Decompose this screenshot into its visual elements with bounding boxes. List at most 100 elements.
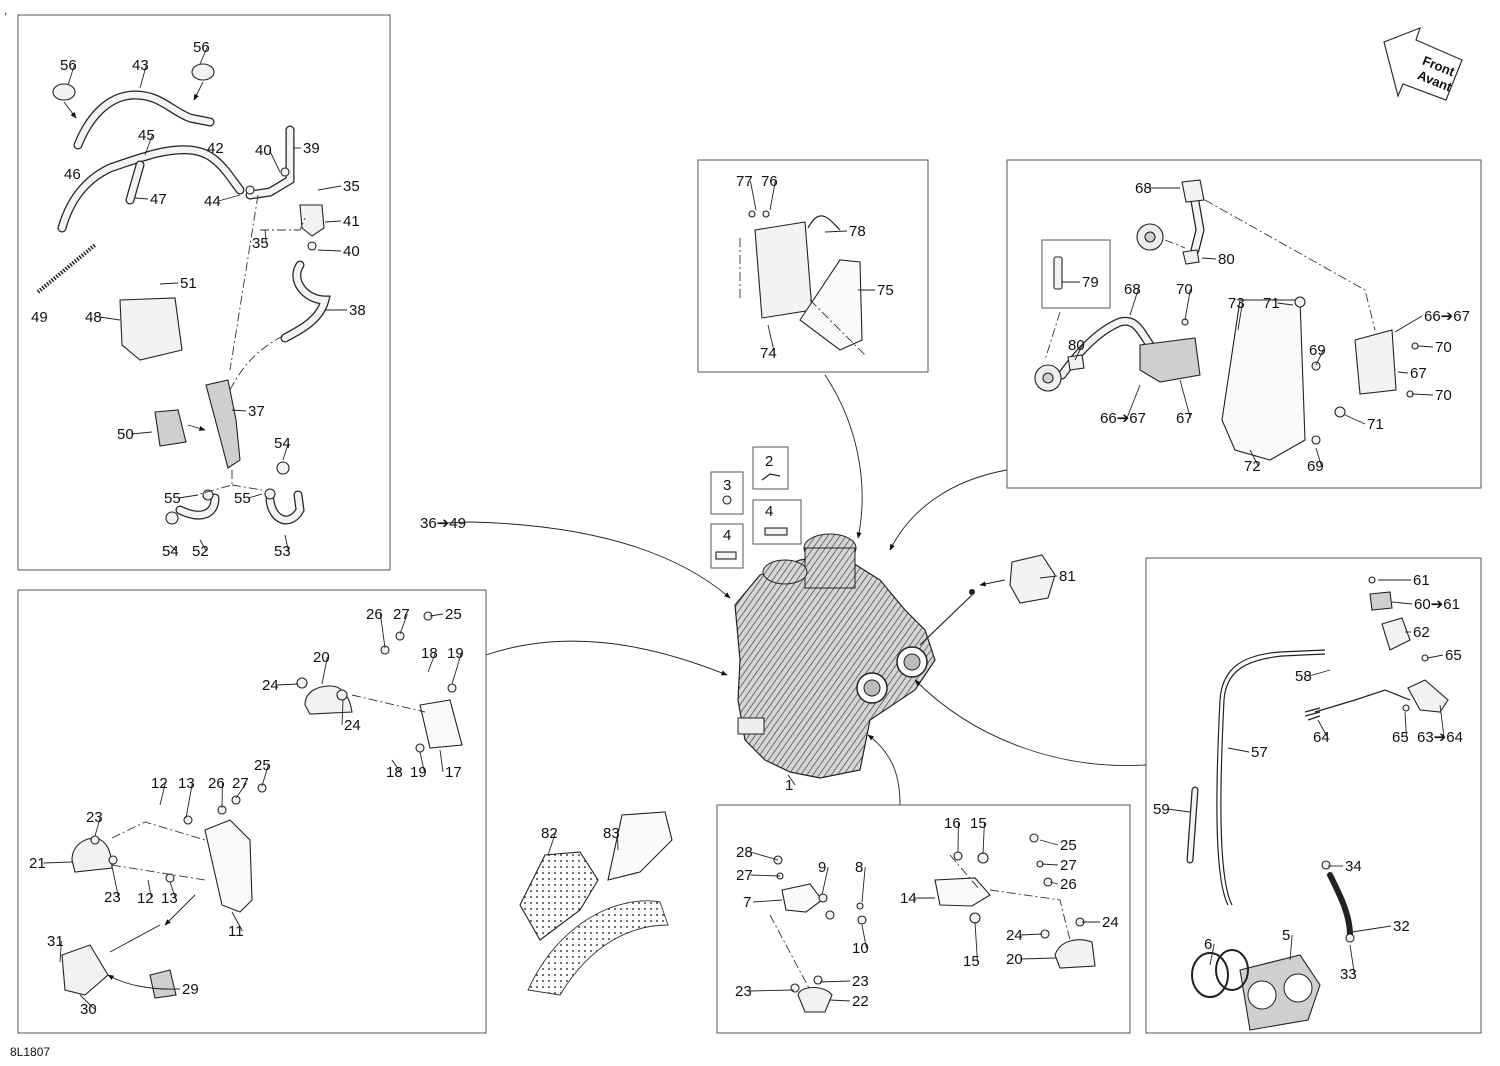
callout-label: 68 [1124, 281, 1141, 298]
screw-icon [857, 903, 863, 909]
throttle-bore-icon [1284, 974, 1312, 1002]
front-direction-arrow-icon: Front Avant [1384, 28, 1462, 100]
washer-icon [448, 684, 456, 692]
callout-label: 11 [228, 923, 244, 940]
callout-label: 5 [1282, 927, 1290, 944]
clamp-icon [1322, 861, 1330, 869]
connector-arrow [868, 735, 900, 805]
boot-icon [1043, 373, 1053, 383]
coolant-tank-icon [206, 380, 240, 468]
callout-label: 58 [1295, 668, 1312, 685]
nut-icon [297, 678, 307, 688]
callout-label: 8 [855, 859, 863, 876]
washer-icon [184, 816, 192, 824]
assembly-line [1165, 240, 1185, 248]
callout-label: 12 [137, 890, 154, 907]
connector-arrow [825, 375, 862, 538]
callout-label: 80 [1218, 251, 1235, 268]
callout-label: 18 [386, 764, 403, 781]
callout-label: 10 [852, 940, 869, 957]
callout-label: 19 [447, 645, 464, 662]
hose-group [38, 95, 325, 520]
leader-line [318, 186, 341, 190]
callout-label: 60➔61 [1414, 596, 1460, 613]
callout-label: 70 [1176, 281, 1193, 298]
callout-label: 69 [1309, 342, 1326, 359]
callout-label: 43 [132, 57, 149, 74]
callout-label: 50 [117, 426, 134, 443]
sensor-icon [765, 528, 787, 535]
callout-label: 12 [151, 775, 168, 792]
callout-label: 46 [64, 166, 81, 183]
connector-arrow [915, 680, 1146, 766]
assembly-line [990, 890, 1070, 940]
nut-icon [337, 690, 347, 700]
callout-label: 20 [1006, 951, 1023, 968]
callout-label: 25 [445, 606, 462, 623]
connector-arrow [110, 925, 160, 952]
callout-label: 40 [343, 243, 360, 260]
leader-line [1418, 346, 1433, 347]
mount-icon [1055, 940, 1095, 968]
leader-line [1040, 840, 1058, 845]
callout-label: 74 [760, 345, 777, 362]
callout-label: 78 [849, 223, 866, 240]
leader-line [1395, 316, 1422, 332]
nut-icon [1041, 930, 1049, 938]
callout-label: 70 [1435, 387, 1452, 404]
callout-label: 6 [1204, 936, 1212, 953]
callout-label: 42 [207, 140, 224, 157]
callout-label: 56 [60, 57, 77, 74]
clamp-icon [192, 64, 214, 80]
callout-label: 71 [1263, 295, 1280, 312]
spark-plug-icon [1054, 257, 1062, 289]
callout-label: 51 [180, 275, 197, 292]
leader-line [318, 250, 341, 251]
connector-arrow [890, 470, 1007, 550]
callout-label: 7 [743, 894, 751, 911]
callout-label: 53 [274, 543, 291, 560]
assembly-line [230, 335, 285, 390]
leader-line [218, 195, 240, 201]
callout-label: 69 [1307, 458, 1324, 475]
leader-line [43, 862, 72, 863]
leader-line [750, 875, 780, 876]
callout-label: 57 [1251, 744, 1268, 761]
assembly-line [230, 195, 258, 370]
callout-label: 18 [421, 645, 438, 662]
callout-label: 26 [366, 606, 383, 623]
leader-line [1398, 372, 1408, 373]
callout-label: 26 [208, 775, 225, 792]
callout-label: 55 [234, 490, 251, 507]
callout-label: 55 [164, 490, 181, 507]
leader-line [131, 432, 152, 434]
nut-icon [1312, 362, 1320, 370]
wire-harness-icon [1315, 690, 1410, 712]
sensor-cover-icon [1010, 555, 1055, 603]
leader-line [1020, 958, 1056, 959]
assembly-line [196, 470, 232, 495]
callout-label: 64 [1313, 729, 1330, 746]
callout-label: 27 [736, 867, 753, 884]
nut-icon [91, 836, 99, 844]
callout-label: 4 [723, 527, 731, 544]
callout-label: 37 [248, 403, 265, 420]
clamp-icon [53, 84, 75, 100]
clip-icon [762, 474, 780, 480]
leader-line [1412, 394, 1433, 395]
callout-label: 81 [1059, 568, 1076, 585]
callout-label: 79 [1082, 274, 1099, 291]
leader-line [1345, 415, 1365, 424]
nut-icon [978, 853, 988, 863]
assembly-line [352, 695, 425, 712]
throttle-bore-icon [1248, 981, 1276, 1009]
callout-label: 23 [86, 809, 103, 826]
leader-line [440, 750, 443, 772]
screw-icon [1030, 834, 1038, 842]
callout-label: 61 [1413, 572, 1430, 589]
leader-line [1167, 809, 1190, 812]
leader-line [1392, 602, 1412, 604]
ecm-module-icon [755, 222, 812, 318]
callout-label: 65 [1445, 647, 1462, 664]
